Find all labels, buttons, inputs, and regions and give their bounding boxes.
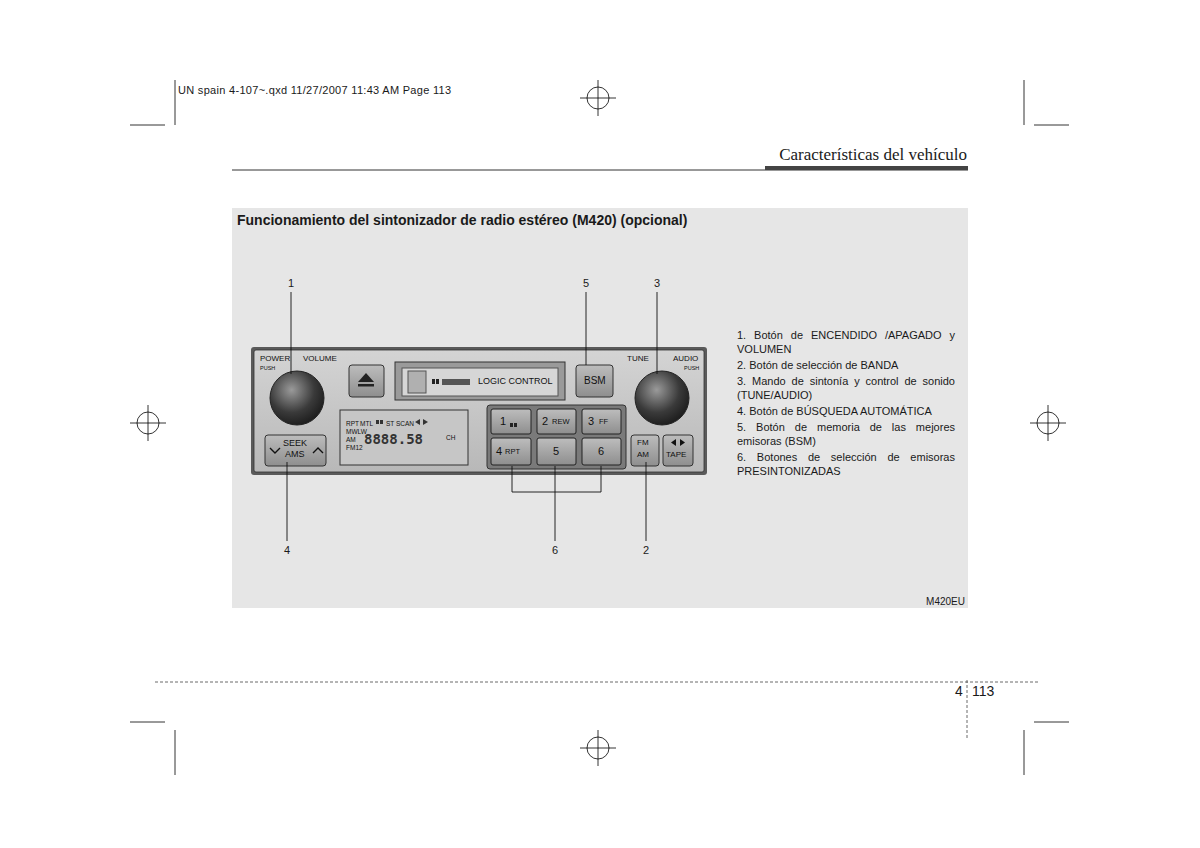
button-legend: FF	[599, 418, 608, 426]
radio-button: FM AM	[631, 435, 659, 466]
eject-button	[349, 365, 384, 397]
button-legend: 6	[598, 445, 604, 457]
display-indicator: ST	[386, 420, 394, 427]
radio-button: SEEKAMS	[265, 435, 326, 466]
preset-button	[491, 438, 531, 465]
tape-button	[663, 435, 693, 466]
legend-item: 6. Botones de selección de emisoras PRES…	[737, 450, 955, 478]
legend-item: 5. Botón de memoria de las mejores emiso…	[737, 420, 955, 448]
crop-marks	[130, 80, 1069, 775]
button-legend: LOGIC CONTROL	[478, 377, 553, 387]
volume-knob	[270, 371, 324, 425]
button-legend: FM	[637, 439, 649, 448]
button-legend: AM	[637, 451, 649, 460]
button-legend: PUSH	[260, 365, 275, 371]
display-indicator: MTL	[360, 420, 373, 427]
radio-button: 4RPT	[491, 438, 531, 465]
callout-number: 3	[654, 277, 660, 291]
page-number: 113	[972, 683, 994, 701]
radio-button: 5	[537, 438, 576, 465]
header-bar	[765, 166, 968, 170]
button-legend: PUSH	[684, 365, 699, 371]
leader-lines	[287, 292, 657, 541]
radio-faceplate: POWERPUSHVOLUMETUNEAUDIOPUSHLOGIC CONTRO…	[252, 348, 706, 474]
radio-button: 1	[491, 409, 531, 434]
callout-number: 4	[284, 544, 290, 558]
radio-button: TAPE	[663, 435, 693, 466]
button-legend: SEEK	[283, 439, 307, 449]
chapter-number: 4	[955, 683, 963, 701]
preset-button	[491, 409, 531, 434]
button-legend: 2	[542, 415, 548, 427]
button-legend: AMS	[285, 450, 305, 460]
button-legend: TAPE	[666, 451, 686, 460]
file-slug: UN spain 4-107~.qxd 11/27/2007 11:43 AM …	[178, 84, 451, 98]
button-legend: REW	[552, 418, 570, 426]
section-header: Características del vehículo	[779, 144, 967, 165]
display-indicator: MWLW	[346, 428, 367, 435]
callout-number: 5	[583, 277, 589, 291]
callout-number: 2	[643, 544, 649, 558]
radio-button: LOGIC CONTROL	[400, 372, 560, 394]
callout-number: 1	[288, 277, 294, 291]
legend-item: 3. Mando de sintonía y control de sonido…	[737, 374, 955, 402]
button-legend: TUNE	[627, 355, 649, 364]
seek-button	[265, 435, 326, 466]
footer-rule	[155, 682, 1038, 683]
button-legend: RPT	[505, 448, 520, 456]
callout-number: 6	[552, 544, 558, 558]
radio-button: 2 REW	[537, 409, 576, 434]
preset-button	[582, 438, 621, 465]
display-indicator: SCAN	[396, 420, 414, 427]
radio-button: BSM	[576, 365, 613, 397]
button-legend: AUDIO	[673, 355, 698, 364]
radio-faceplate	[251, 347, 707, 475]
dolby-logo	[432, 379, 470, 385]
button-legend: 1	[500, 415, 506, 427]
tune-knob	[635, 371, 689, 425]
button-legend: POWER	[260, 355, 290, 364]
button-legend: 5	[553, 445, 559, 457]
cassette-slot	[395, 362, 565, 400]
button-legend: 4	[496, 445, 502, 457]
display-window	[340, 410, 468, 465]
band-button	[631, 435, 659, 466]
button-legend: 3	[588, 415, 594, 427]
figure-code: M420EU	[926, 596, 965, 609]
preset-button	[537, 409, 576, 434]
button-legend: VOLUME	[303, 355, 337, 364]
panel-ground	[232, 208, 968, 608]
radio-button: 6	[582, 438, 621, 465]
display-window: RPTMTL STSCAN MWLWAMFM128888.58 CH	[340, 410, 468, 465]
display-indicator: FM12	[346, 444, 363, 451]
radio-button: 3 FF	[582, 409, 621, 434]
display-indicator: 8888.58	[364, 432, 423, 447]
button-legend: BSM	[584, 375, 606, 386]
display-indicator: RPT	[346, 420, 359, 427]
preset-button	[537, 438, 576, 465]
preset-button	[582, 409, 621, 434]
legend-item: 4. Botón de BÚSQUEDA AUTOMÁTICA	[737, 404, 955, 418]
page-divider	[967, 680, 968, 740]
display-indicator: AM	[346, 436, 356, 443]
bsm-button	[576, 365, 613, 397]
legend-item: 2. Botón de selección de BANDA	[737, 358, 955, 372]
panel-title: Funcionamiento del sintonizador de radio…	[237, 212, 687, 230]
display-indicator: CH	[446, 434, 455, 441]
legend-item: 1. Botón de ENCENDIDO /APAGADO y VOLUMEN	[737, 328, 955, 356]
